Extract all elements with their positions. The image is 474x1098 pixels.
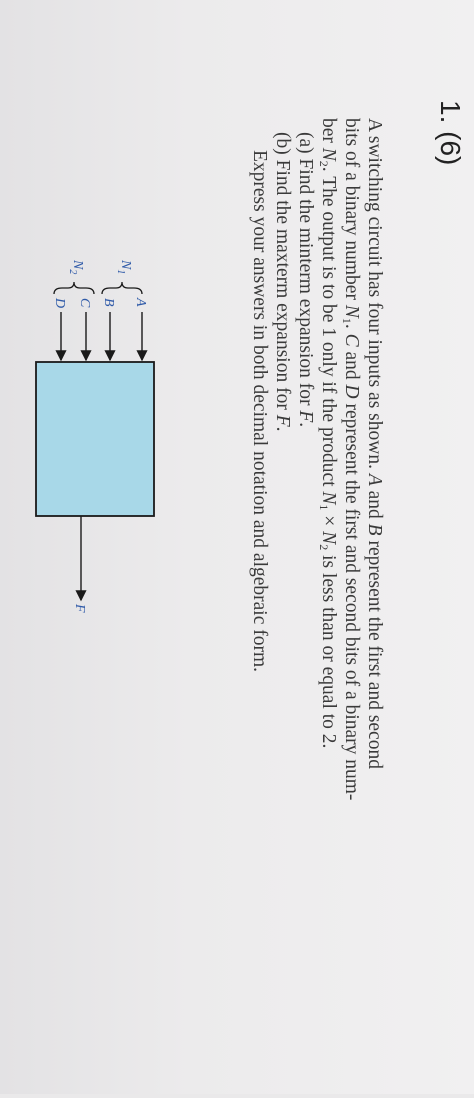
var-F: F — [272, 414, 293, 427]
n1-brace — [101, 281, 143, 295]
var-F: F — [295, 410, 316, 423]
problem-statement: A switching circuit has four inputs as s… — [248, 118, 386, 1098]
n1-label: N1 — [115, 260, 133, 274]
times-symbol: × — [318, 510, 339, 532]
text-fragment: . — [295, 422, 316, 428]
var-C: C — [341, 333, 362, 347]
circuit-diagram: N1 N2 A B C D F — [35, 260, 155, 613]
input-label-D: D — [52, 297, 67, 308]
statement-line-1: A switching circuit has four inputs as s… — [363, 118, 386, 1098]
text-fragment: is less than or equal to 2. — [318, 550, 339, 749]
text-fragment: . — [272, 426, 293, 432]
text-fragment: represent the first and second — [364, 535, 385, 769]
var-B: B — [364, 523, 385, 536]
input-label-A: A — [133, 297, 148, 307]
statement-line-2: bits of a binary number N1. C and D repr… — [340, 118, 363, 1098]
answer-instruction: Express your answers in both decimal not… — [249, 150, 270, 673]
n2-brace — [53, 281, 95, 295]
input-label-B: B — [101, 298, 116, 307]
problem-number: 1. (6) — [435, 100, 466, 166]
var-N: N — [318, 147, 339, 161]
text-fragment: and — [364, 485, 385, 524]
text-fragment: (a) Find the minterm expansion for — [295, 132, 316, 411]
n2-label: N2 — [67, 260, 85, 274]
var-D: D — [341, 384, 362, 399]
part-a: (a) Find the minterm expansion for F. — [294, 118, 317, 1098]
output-label-F: F — [72, 603, 87, 613]
text-fragment: and — [341, 346, 362, 385]
text-fragment: A switching circuit has four inputs as s… — [364, 118, 385, 474]
text-fragment: represent the first and second bits of a… — [341, 398, 362, 801]
text-fragment: . The output is to be 1 only if the prod… — [318, 166, 339, 492]
text-fragment: ber — [318, 118, 339, 148]
var-N: N — [318, 531, 339, 545]
var-A: A — [364, 473, 385, 486]
circuit-block — [35, 361, 155, 517]
text-fragment: . — [341, 323, 362, 334]
var-N: N — [318, 491, 339, 505]
statement-line-3: ber N2. The output is to be 1 only if th… — [317, 118, 340, 1098]
part-b: (b) Find the maxterm expansion for F. — [271, 118, 294, 1098]
text-fragment: (b) Find the maxterm expansion for — [272, 132, 293, 415]
input-label-C: C — [77, 298, 92, 308]
var-N: N — [341, 304, 362, 318]
text-fragment: bits of a binary number — [341, 118, 362, 305]
